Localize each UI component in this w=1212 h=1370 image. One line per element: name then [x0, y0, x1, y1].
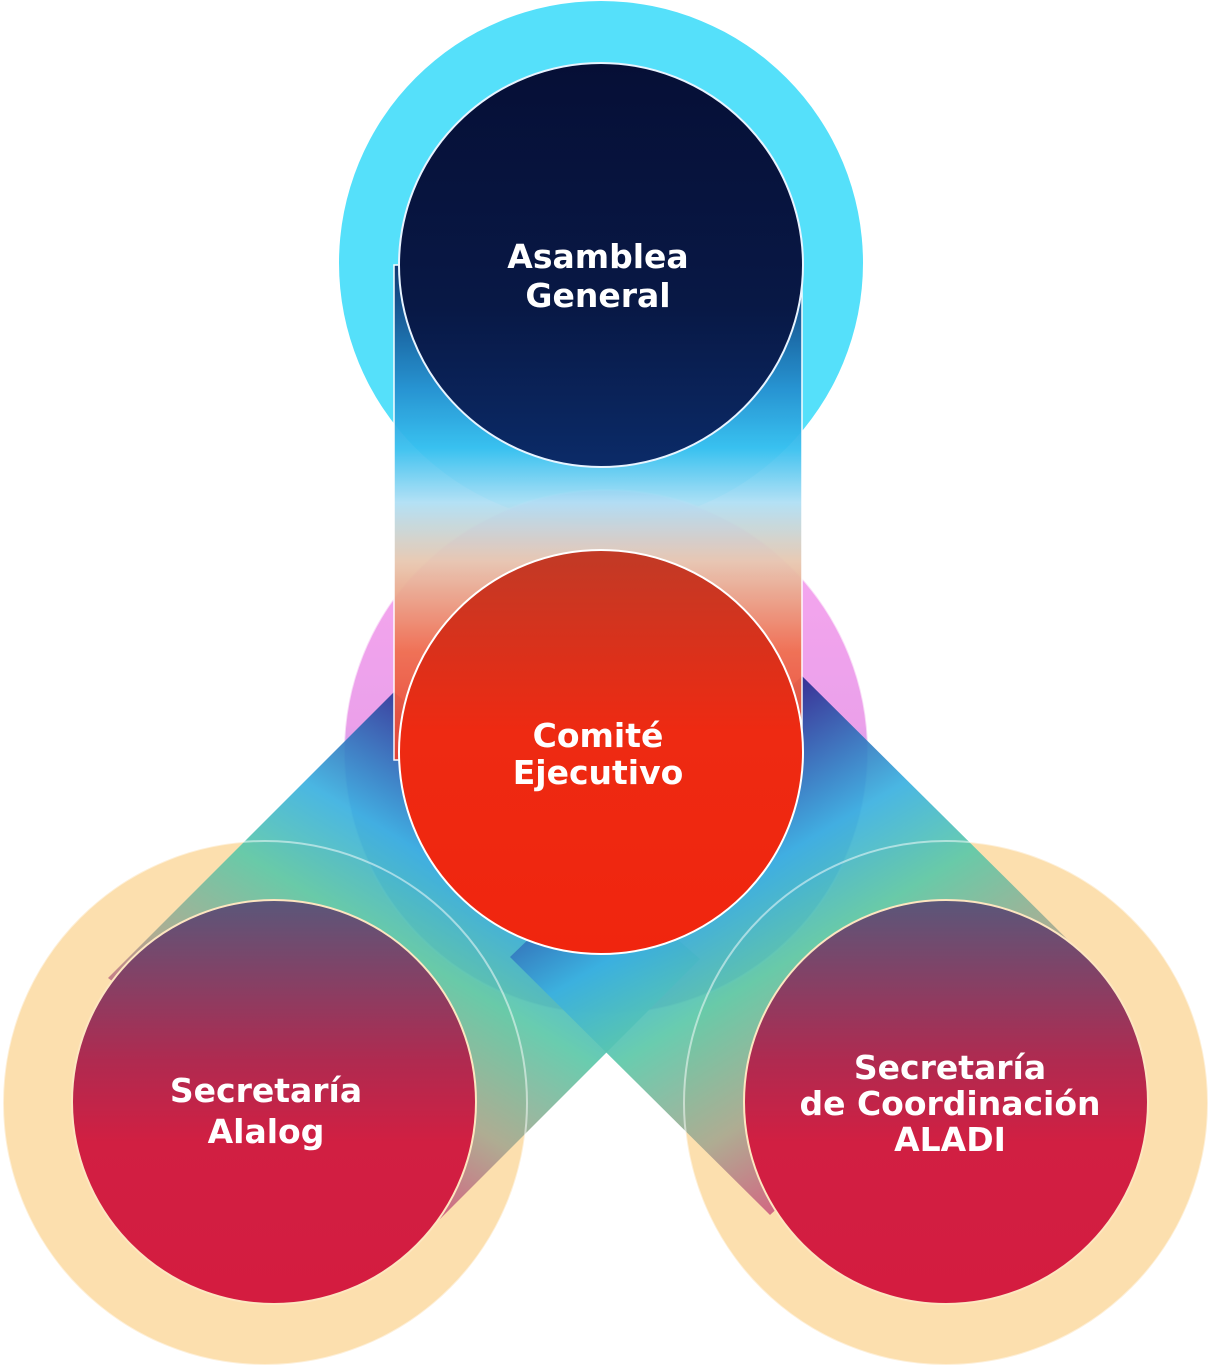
- asamblea-general-node: [398, 62, 804, 468]
- comite-label-2: Ejecutivo: [513, 753, 684, 792]
- comite-ejecutivo-node: [398, 549, 804, 955]
- asamblea-label-1: Asamblea: [507, 237, 688, 276]
- right-outer-ring-outline: [683, 840, 1209, 1366]
- aladi-label-1: Secretaría: [854, 1048, 1046, 1087]
- alalog-label-1: Secretaría: [170, 1071, 362, 1110]
- aladi-label-2: de Coordinación: [799, 1084, 1100, 1123]
- right-connector-band: [510, 676, 1068, 1215]
- comite-label-1: Comité: [533, 716, 664, 755]
- aladi-label-3: ALADI: [894, 1120, 1006, 1159]
- asamblea-label-2: General: [525, 276, 670, 315]
- secretaria-coordinacion-node: [743, 899, 1149, 1305]
- left-outer-ring-outline: [2, 840, 528, 1366]
- secretaria-alalog-node: [71, 899, 477, 1305]
- alalog-label-2: Alalog: [208, 1112, 325, 1151]
